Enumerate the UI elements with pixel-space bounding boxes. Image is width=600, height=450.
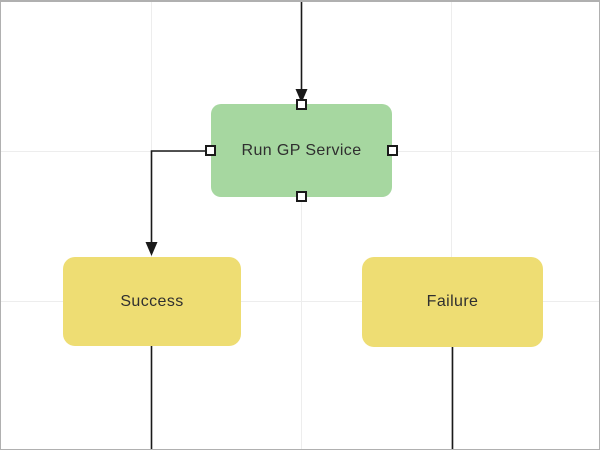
node-run-gp-service[interactable]: Run GP Service: [205, 99, 398, 202]
gridline-vertical: [451, 2, 452, 449]
node-label: Run GP Service: [241, 141, 362, 159]
connection-handle-top[interactable]: [295, 99, 307, 110]
node-failure[interactable]: Failure: [362, 257, 543, 347]
gridline-vertical: [301, 2, 302, 449]
node-label: Success: [120, 292, 184, 310]
node-success[interactable]: Success: [63, 257, 241, 346]
connection-handle-right[interactable]: [387, 144, 398, 156]
connector-top-to-run-gp-service[interactable]: [295, 2, 308, 103]
connection-handle-left[interactable]: [205, 144, 216, 156]
connection-handle-bottom[interactable]: [295, 191, 307, 202]
connector-run-gp-service-to-success[interactable]: [145, 150, 212, 256]
node-label: Failure: [426, 293, 479, 310]
gridline-horizontal: [1, 301, 599, 302]
